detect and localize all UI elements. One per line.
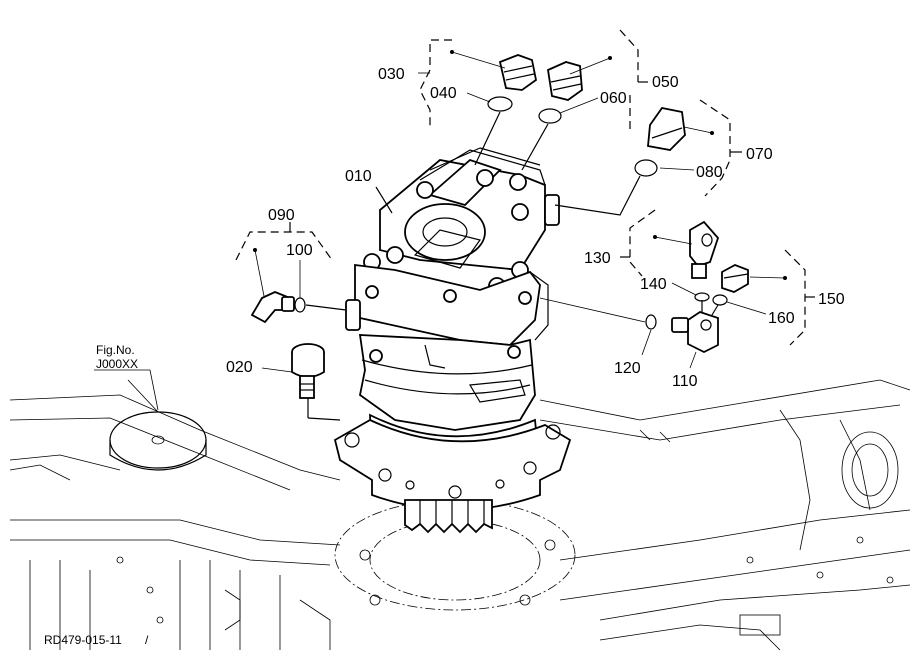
o-ring-080	[634, 159, 658, 177]
o-ring-160	[712, 294, 728, 306]
elbow-fitting-090	[250, 291, 295, 324]
fitting-130	[689, 220, 720, 279]
swing-motor-assembly	[333, 147, 572, 534]
label-070: 070	[746, 146, 773, 163]
relief-valve-050	[547, 61, 583, 101]
o-ring-040	[487, 96, 513, 112]
mounting-plate-ghost	[334, 499, 576, 611]
valve-070	[647, 107, 686, 151]
label-020: 020	[226, 359, 253, 376]
reference-plate	[109, 379, 207, 471]
label-050: 050	[652, 74, 679, 91]
block-fitting-110	[671, 311, 719, 354]
leader-lines	[94, 29, 815, 421]
fig-ref-line1: Fig.No.	[96, 343, 135, 357]
figure-reference: Fig.No. J000XX	[96, 343, 138, 371]
label-030: 030	[378, 66, 405, 83]
figure-id: RD479-015-11	[44, 633, 122, 647]
machine-frame-background	[9, 379, 911, 651]
label-140: 140	[640, 276, 667, 293]
o-ring-140	[694, 292, 710, 302]
label-090: 090	[268, 207, 295, 224]
o-ring-100	[294, 297, 306, 313]
figure-id-mark: /	[145, 633, 149, 647]
o-ring-120	[645, 314, 657, 330]
o-ring-060	[538, 108, 562, 124]
plug-020	[291, 343, 325, 399]
label-120: 120	[614, 360, 641, 377]
fitting-150	[721, 264, 749, 293]
label-100: 100	[286, 242, 313, 259]
label-160: 160	[768, 310, 795, 327]
label-110: 110	[672, 373, 698, 390]
relief-valve-030	[498, 54, 537, 91]
fig-ref-line2: J000XX	[96, 357, 138, 371]
part-labels: 030 040 050 060 070 080 010 090 100 020 …	[226, 66, 845, 390]
label-150: 150	[818, 291, 845, 308]
label-010: 010	[345, 168, 372, 185]
label-060: 060	[600, 90, 627, 107]
label-080: 080	[696, 164, 723, 181]
label-130: 130	[584, 250, 611, 267]
label-040: 040	[430, 85, 457, 102]
